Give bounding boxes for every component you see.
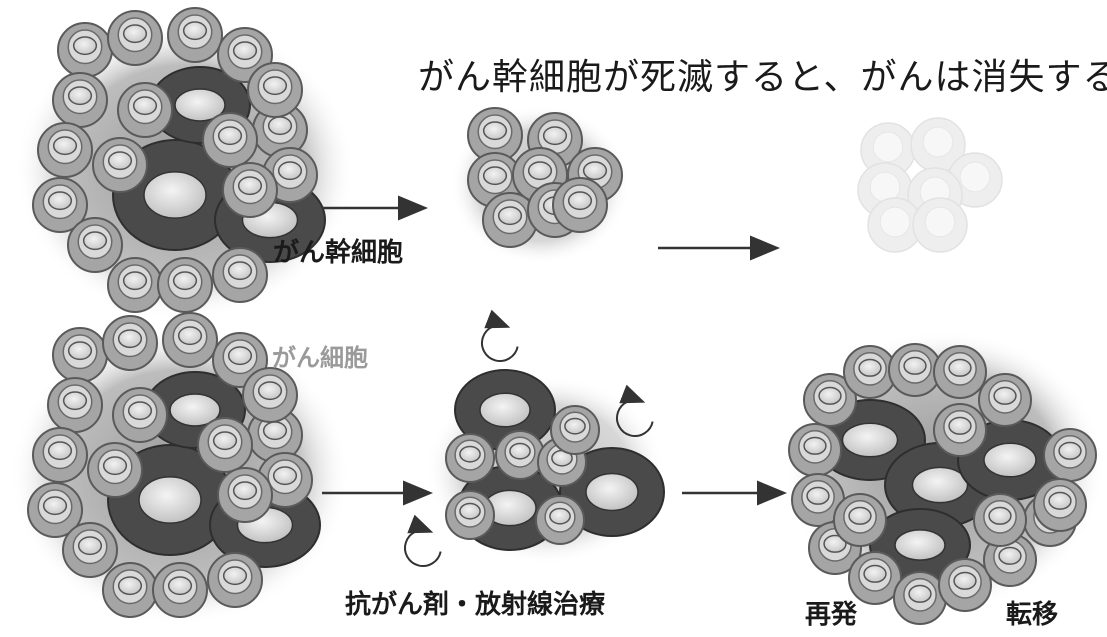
cancer-cell-icon — [207, 552, 263, 608]
dead-cell-icon — [912, 197, 968, 253]
cancer-cell-icon — [212, 247, 268, 303]
cancer-cell-icon — [848, 551, 902, 605]
cancer-cell-icon — [550, 405, 600, 455]
cancer-cell-icon — [535, 495, 585, 545]
cancer-cell-icon — [52, 327, 108, 383]
cancer-cell-icon — [197, 417, 253, 473]
diagram-title: がん幹細胞が死滅すると、がんは消失する — [418, 57, 1107, 98]
cancer-stem-cell-icon — [552, 177, 608, 233]
cancer-cell-icon — [57, 22, 113, 78]
cancer-cell-icon — [888, 343, 942, 397]
cancer-cell-icon — [242, 367, 298, 423]
dead-cell-icon — [910, 117, 966, 173]
cancer-cell-label: がん細胞 — [272, 344, 368, 372]
cancer-cell-icon — [67, 217, 123, 273]
cancer-cell-icon — [157, 257, 213, 313]
cancer-cell-icon — [107, 10, 163, 66]
cancer-stem-cell-icon — [454, 369, 556, 451]
cancer-cell-icon — [933, 345, 987, 399]
treatment-label: 抗がん剤・放射線治療 — [345, 590, 606, 620]
cancer-cell-icon — [52, 72, 108, 128]
cancer-cell-icon — [102, 562, 158, 618]
curl-arrow-2 — [616, 384, 654, 437]
cancer-cell-icon — [1043, 428, 1097, 482]
cancer-cell-icon — [202, 112, 258, 168]
cancer-cell-icon — [117, 82, 173, 138]
tumor-top-left — [15, 7, 355, 320]
tumor-bottom-left — [10, 312, 350, 625]
cancer-cell-icon — [978, 373, 1032, 427]
dead-cell-cluster — [857, 117, 1003, 253]
cancer-cell-icon — [495, 430, 545, 480]
cancer-cell-icon — [27, 482, 83, 538]
cancer-cell-icon — [893, 571, 947, 625]
cancer-cell-icon — [92, 137, 148, 193]
cancer-cell-icon — [933, 403, 987, 457]
cancer-cell-icon — [788, 423, 842, 477]
cancer-cell-icon — [162, 312, 218, 368]
cancer-stem-cell-icon — [559, 447, 665, 537]
recurrent-tumor — [785, 330, 1105, 625]
metastasis-label: 転移 — [1006, 600, 1059, 630]
curl-arrow-3 — [404, 514, 442, 567]
cancer-stem-cell-icon — [467, 107, 523, 163]
cancer-cell-icon — [445, 490, 495, 540]
cancer-cell-icon — [833, 493, 887, 547]
cancer-cell-icon — [247, 62, 303, 118]
cancer-cell-icon — [112, 387, 168, 443]
cancer-cell-icon — [87, 442, 143, 498]
cancer-cell-icon — [107, 257, 163, 313]
cancer-cell-icon — [247, 407, 303, 463]
cancer-cell-icon — [47, 377, 103, 433]
cancer-cell-icon — [217, 467, 273, 523]
cancer-cell-icon — [1033, 478, 1087, 532]
cancer-cell-icon — [152, 562, 208, 618]
relapse-label: 再発 — [805, 600, 858, 630]
curl-arrow-1 — [481, 309, 519, 362]
cancer-stem-cell-label: がん幹細胞 — [273, 238, 404, 268]
cancer-cell-icon — [32, 177, 88, 233]
cancer-cell-icon — [102, 315, 158, 371]
cancer-cell-icon — [938, 558, 992, 612]
post-treatment-cluster — [425, 369, 665, 565]
cancer-cell-icon — [445, 433, 495, 483]
dead-cell-icon — [867, 197, 923, 253]
cancer-cell-icon — [32, 427, 88, 483]
cancer-cell-icon — [973, 493, 1027, 547]
cancer-cell-icon — [803, 373, 857, 427]
cancer-cell-icon — [37, 122, 93, 178]
stem-cell-cluster — [450, 105, 630, 265]
cancer-cell-icon — [167, 7, 223, 63]
cancer-cell-icon — [791, 473, 845, 527]
cancer-cell-icon — [62, 522, 118, 578]
cancer-cell-icon — [222, 162, 278, 218]
